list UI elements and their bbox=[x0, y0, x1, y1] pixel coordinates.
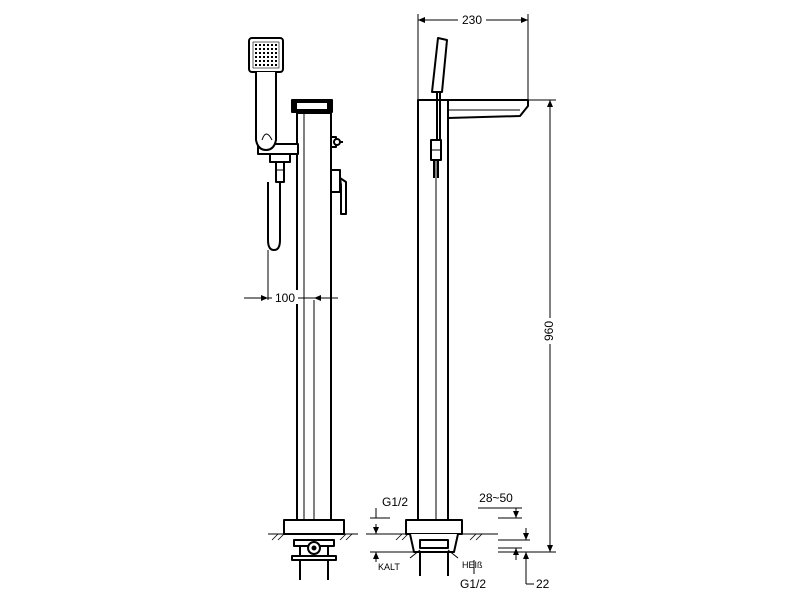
nozzle-dot bbox=[271, 60, 273, 62]
nozzle-dot bbox=[267, 52, 269, 54]
nozzle-dot bbox=[255, 56, 257, 58]
nozzle-dot bbox=[259, 56, 261, 58]
nozzle-dot bbox=[267, 64, 269, 66]
label-cold: KALT bbox=[378, 562, 400, 572]
nozzle-dot bbox=[275, 48, 277, 50]
base-plate-front bbox=[283, 519, 345, 535]
shower-nozzle-grid bbox=[252, 41, 280, 69]
nozzle-dot bbox=[271, 52, 273, 54]
nozzle-dot bbox=[275, 56, 277, 58]
hand-shower-side bbox=[431, 37, 448, 93]
nozzle-dot bbox=[267, 48, 269, 50]
nozzle-dot bbox=[271, 64, 273, 66]
nozzle-dot bbox=[275, 44, 277, 46]
label-hot: HEIß bbox=[462, 560, 483, 570]
nozzle-dot bbox=[271, 44, 273, 46]
nozzle-dot bbox=[255, 52, 257, 54]
nozzle-dot bbox=[259, 52, 261, 54]
nozzle-dot bbox=[255, 48, 257, 50]
dim-height-total: 960 bbox=[542, 321, 556, 341]
nozzle-dot bbox=[267, 44, 269, 46]
hand-shower-front bbox=[248, 37, 284, 151]
base-plate-side bbox=[405, 519, 463, 535]
nozzle-dot bbox=[263, 52, 265, 54]
mixer-lever-front bbox=[330, 169, 341, 193]
nozzle-dot bbox=[259, 64, 261, 66]
nozzle-dot bbox=[259, 60, 261, 62]
nozzle-dot bbox=[259, 44, 261, 46]
nozzle-dot bbox=[255, 60, 257, 62]
nozzle-dot bbox=[275, 52, 277, 54]
front-view: 100 bbox=[244, 37, 358, 580]
nozzle-dot bbox=[267, 56, 269, 58]
nozzle-dot bbox=[263, 48, 265, 50]
spout-side bbox=[447, 99, 529, 119]
shower-hose bbox=[267, 182, 281, 251]
nozzle-dot bbox=[263, 60, 265, 62]
dim-thread-bottom: G1/2 bbox=[460, 577, 486, 591]
side-view: 230 960 28~50 22 G1/2 KALT bbox=[366, 12, 557, 591]
dim-thread-left: G1/2 bbox=[382, 495, 408, 509]
nozzle-dot bbox=[255, 64, 257, 66]
nozzle-dot bbox=[255, 44, 257, 46]
nozzle-dot bbox=[259, 48, 261, 50]
nozzle-dot bbox=[275, 60, 277, 62]
nozzle-dot bbox=[271, 56, 273, 58]
nozzle-dot bbox=[275, 64, 277, 66]
nozzle-dot bbox=[267, 60, 269, 62]
dim-base-height: 22 bbox=[536, 577, 550, 591]
dim-shower-offset: 100 bbox=[275, 291, 295, 305]
nozzle-dot bbox=[263, 56, 265, 58]
nozzle-dot bbox=[263, 44, 265, 46]
dim-adjust-range: 28~50 bbox=[479, 491, 513, 505]
dim-width-top: 230 bbox=[462, 13, 482, 27]
nozzle-dot bbox=[271, 48, 273, 50]
nozzle-dot bbox=[263, 64, 265, 66]
